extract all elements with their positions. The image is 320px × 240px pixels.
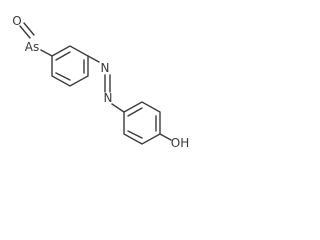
oxygen-label: O	[12, 14, 21, 28]
arsenic-label: As	[25, 40, 39, 54]
bond-ring1-n	[87, 55, 100, 63]
benzene-ring-2	[123, 101, 161, 145]
benzene-ring-1	[51, 45, 89, 87]
bond-n-ring2	[111, 103, 125, 113]
nitrogen-upper-label: N	[101, 61, 110, 75]
bond-ring2-oh	[159, 133, 172, 141]
bond-as-o-2	[23, 22, 35, 36]
hydroxyl-label: OH	[171, 136, 189, 150]
nitrogen-lower-label: N	[104, 91, 113, 105]
bond-as-o-1	[19, 25, 31, 39]
structure-diagram: O As N N OH	[12, 14, 189, 150]
bond-as-ring1	[40, 49, 53, 57]
